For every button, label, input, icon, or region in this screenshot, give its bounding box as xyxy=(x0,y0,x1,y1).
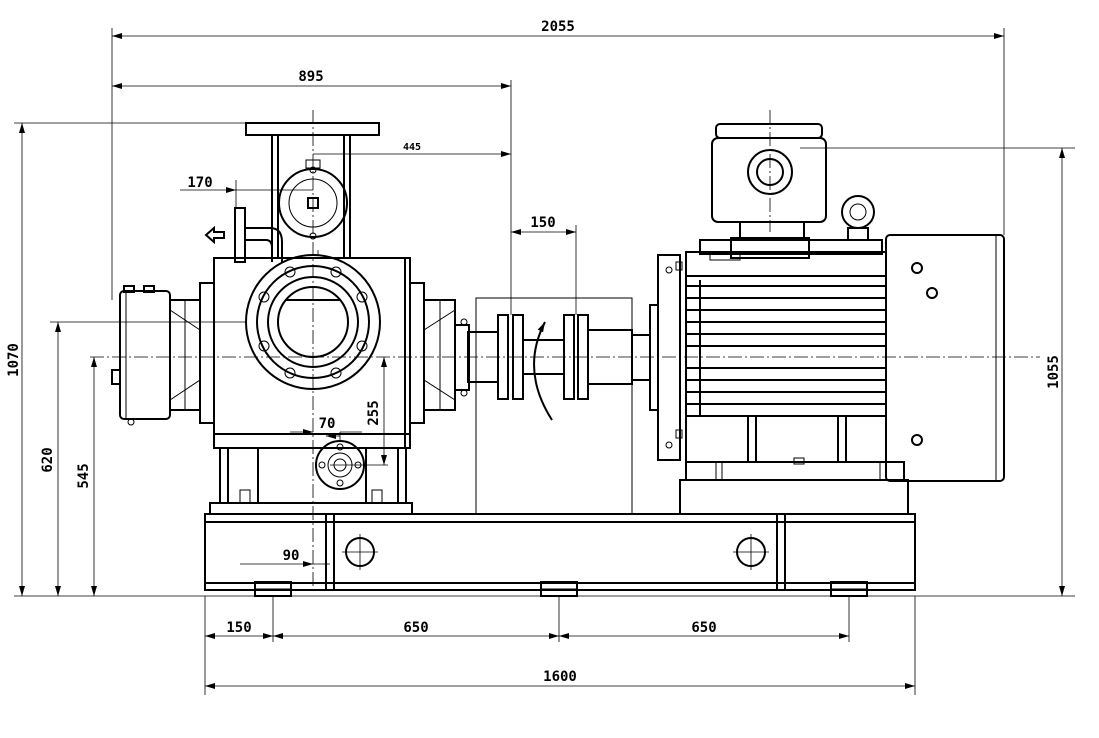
dim-outlet-to-coupling: 445 xyxy=(403,142,421,153)
dim-outlet-offset: 170 xyxy=(187,175,212,191)
motor xyxy=(649,123,1005,515)
dim-base-hole-pitch-2: 650 xyxy=(691,620,716,636)
dim-foot-offset: 90 xyxy=(283,548,300,564)
base-frame xyxy=(204,297,916,597)
dim-inlet-offset: 70 xyxy=(319,416,336,432)
dim-base-end-hole: 150 xyxy=(226,620,251,636)
dimension-lines xyxy=(14,28,1075,695)
pump xyxy=(111,122,470,515)
flange-bolts xyxy=(258,266,368,379)
dim-motor-height: 1055 xyxy=(1046,355,1062,389)
motor-cooling-fins xyxy=(686,275,886,417)
dim-coupling-gap: 150 xyxy=(530,215,555,231)
dimension-labels: 2055 895 445 170 150 1070 1055 620 545 2… xyxy=(6,19,1062,685)
dim-base-hole-pitch-1: 650 xyxy=(403,620,428,636)
dim-pump-to-coupling: 895 xyxy=(298,69,323,85)
shaft-coupling xyxy=(467,314,650,421)
dim-shaft-height: 620 xyxy=(40,447,56,472)
dim-inlet-rise: 255 xyxy=(366,400,382,425)
dim-overall-length: 2055 xyxy=(541,19,575,35)
dim-base-length: 1600 xyxy=(543,669,577,685)
dim-total-height: 1070 xyxy=(6,343,22,377)
dim-inlet-height: 545 xyxy=(76,463,92,488)
